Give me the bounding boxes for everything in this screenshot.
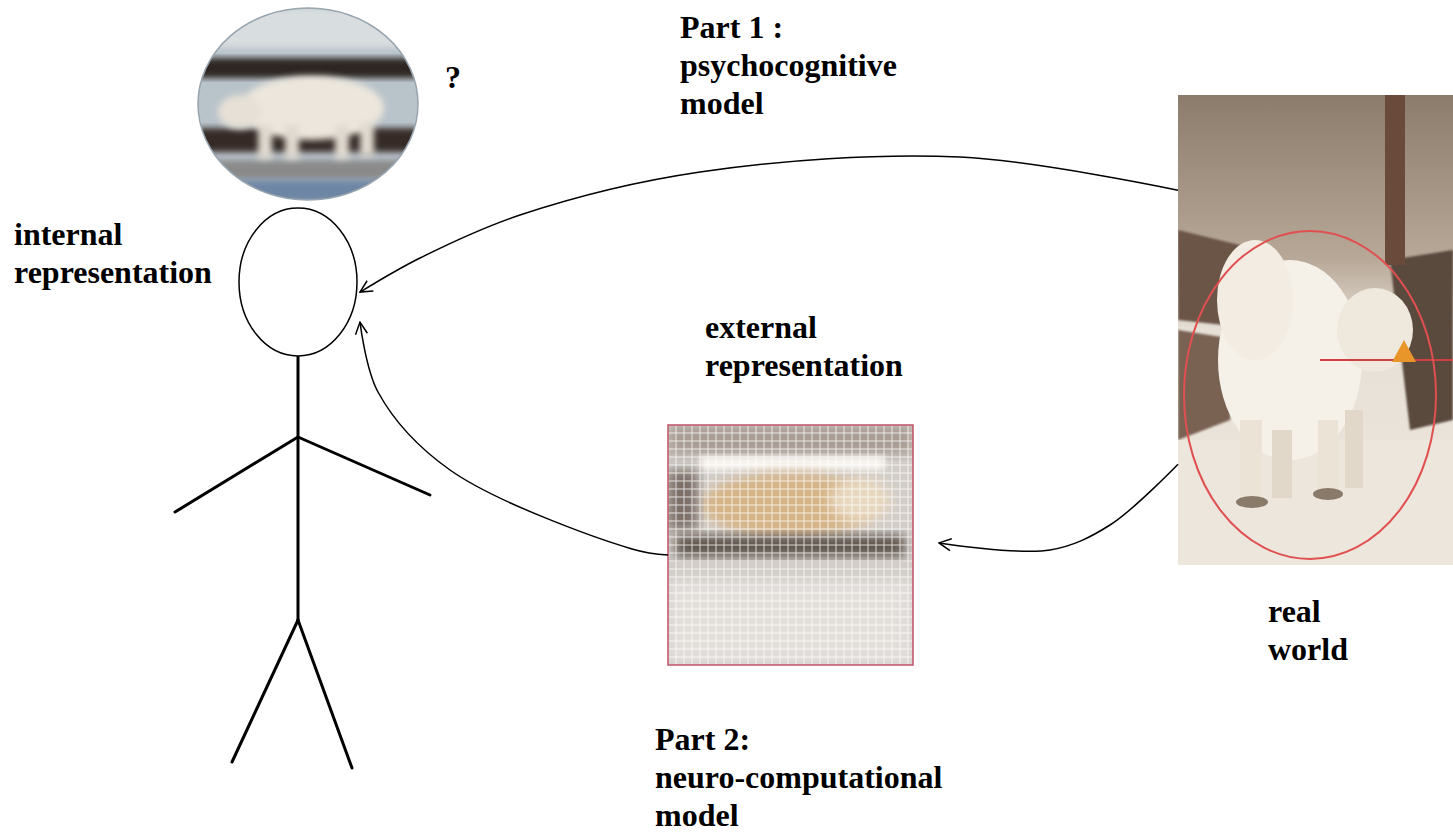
pixel-grid: [668, 425, 913, 665]
dog-foot: [1236, 496, 1268, 508]
figure-leg: [232, 620, 298, 762]
pixel-border: [668, 425, 913, 665]
photo-marker: [1392, 340, 1416, 362]
thought-band: [198, 180, 418, 202]
node-label: real world: [1268, 592, 1368, 668]
real-world-photo: [1178, 95, 1453, 565]
part-title: Part 1 : psychocognitive model: [680, 8, 920, 122]
figure-body: [297, 357, 300, 620]
label-holder: Part 1 : psychocognitive model: [680, 8, 920, 122]
pixel-image: [668, 425, 913, 665]
dog-leg: [1345, 410, 1363, 488]
node-label: internal representation: [14, 215, 224, 291]
photo-tree: [1385, 95, 1405, 265]
dog-leg: [1318, 420, 1338, 492]
dog-leg: [1240, 420, 1262, 500]
thought-image: [198, 8, 418, 202]
pixel-ground: [668, 425, 913, 665]
pixel-image-content: [668, 425, 913, 665]
flow-arrow: [939, 464, 1178, 551]
thought-outline: [198, 8, 418, 200]
thought-band: [198, 160, 418, 180]
question-mark: ?: [445, 58, 485, 96]
figure-leg: [298, 620, 352, 768]
blurred-bear: [218, 76, 384, 159]
dog-foot: [1313, 488, 1343, 500]
dog-haunch: [1217, 240, 1293, 360]
photo-floor: [1178, 440, 1453, 565]
label-holder: Part 2: neuro-computational model: [655, 720, 965, 832]
pixel-representation: external representation: [668, 308, 939, 665]
head-circle-outline: [239, 208, 357, 356]
bear-leg: [258, 125, 272, 159]
dog-leg: [1272, 430, 1292, 498]
label-holder: ?: [445, 58, 485, 96]
flow-arrow: [360, 156, 1178, 292]
photo-focus-ellipse: [1184, 231, 1436, 559]
part-title: Part 2: neuro-computational model: [655, 720, 965, 832]
node-label: external representation: [705, 308, 935, 384]
bear-head: [218, 95, 262, 129]
stick-figure: [175, 357, 430, 768]
bear-leg: [360, 122, 374, 156]
bear-leg: [285, 125, 299, 159]
photo-content: [1178, 95, 1453, 565]
flow-arrow: [360, 322, 668, 555]
bear-leg: [335, 125, 349, 159]
real-world-image: real world: [1178, 95, 1453, 672]
figure-arm: [175, 437, 298, 512]
thought-image-content: [198, 8, 418, 202]
head-circle: internal representation: [14, 207, 360, 359]
thought-band: [198, 8, 418, 48]
figure-arm: [298, 437, 430, 495]
photo-dog: [1217, 240, 1413, 508]
thought-band: [198, 58, 418, 78]
thought-ground: [198, 8, 418, 200]
photo-ground: [1178, 95, 1453, 565]
